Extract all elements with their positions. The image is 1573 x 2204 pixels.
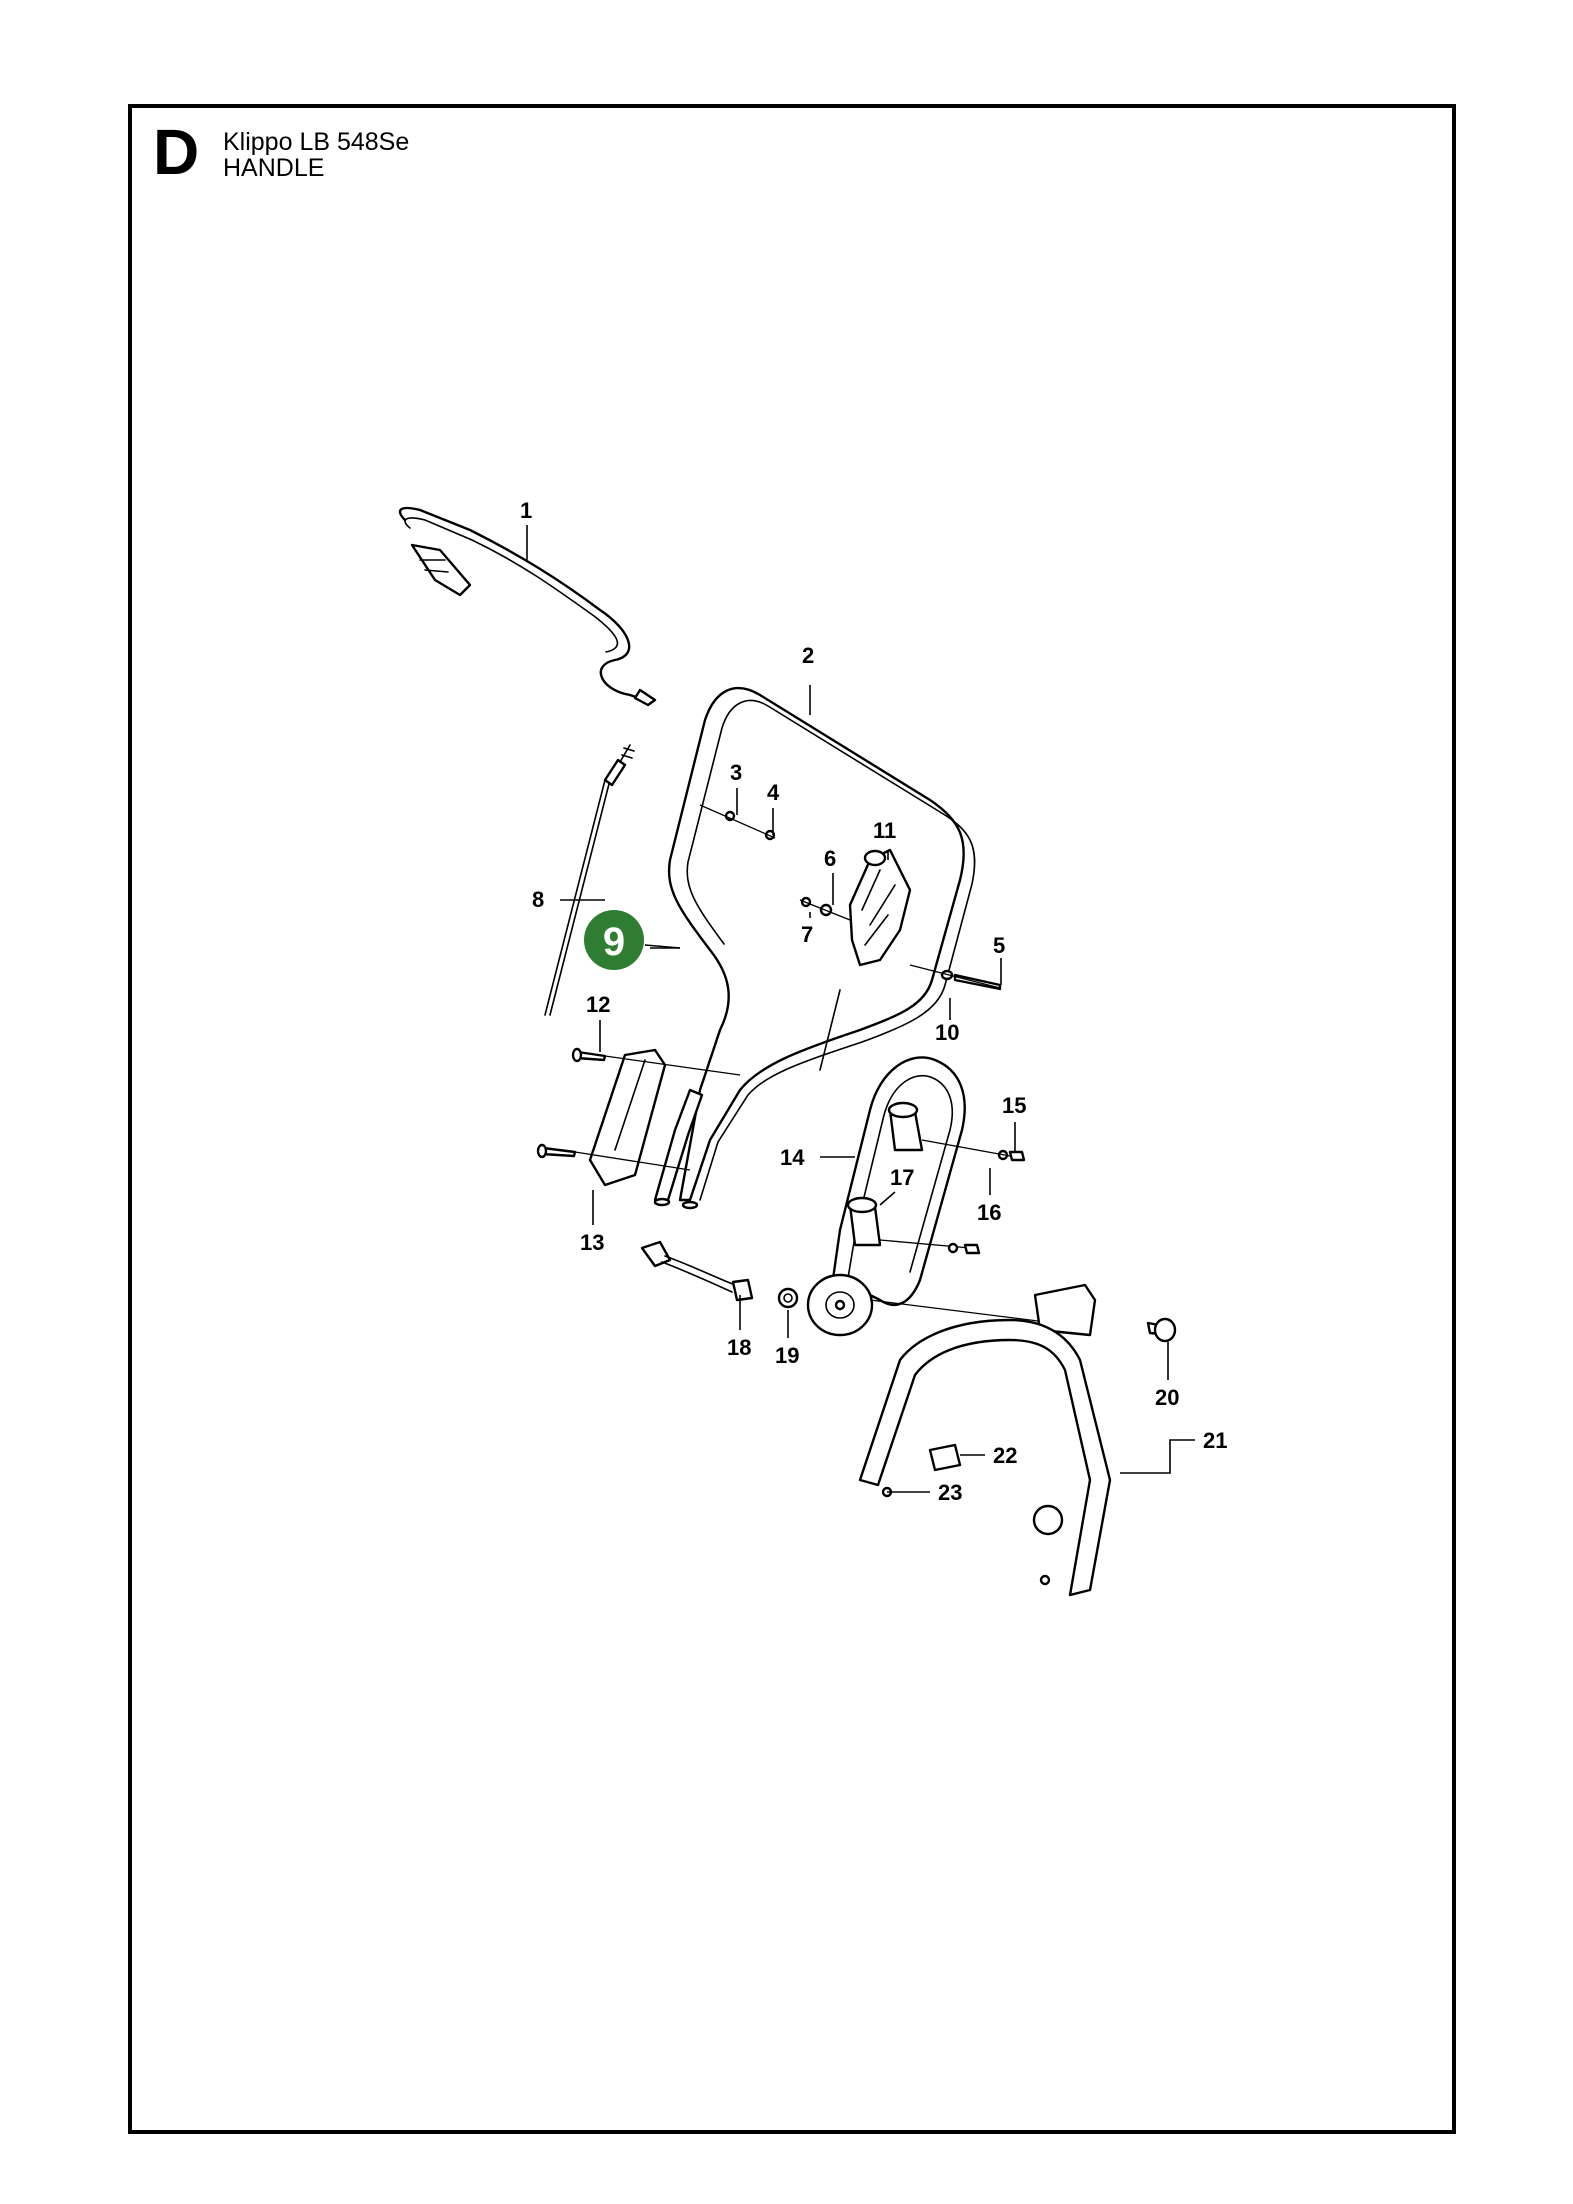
callout-5: 5 — [993, 933, 1005, 958]
callout-7: 7 — [801, 922, 813, 947]
part-8-cable — [544, 744, 635, 1016]
part-21-lower-handle — [858, 1283, 1177, 1597]
part-13-cover — [536, 1047, 741, 1187]
callout-3: 3 — [730, 760, 742, 785]
callout-23: 23 — [938, 1480, 962, 1505]
model-name: Klippo LB 548Se — [223, 128, 410, 156]
callout-18: 18 — [727, 1335, 751, 1360]
part-11-lever-assembly — [799, 848, 1002, 1071]
callout-4: 4 — [767, 780, 780, 805]
parts-18-19-knob — [640, 1240, 1071, 1337]
callout-16: 16 — [977, 1200, 1001, 1225]
callout-1: 1 — [520, 498, 532, 523]
highlight-badge-label: 9 — [603, 920, 625, 964]
part-14-side-arm — [828, 1056, 1026, 1306]
callout-10: 10 — [935, 1020, 959, 1045]
section-name: HANDLE — [223, 154, 325, 182]
callout-13: 13 — [580, 1230, 604, 1255]
highlight-callout-9[interactable]: 9 — [584, 910, 681, 970]
parts-3-4-hardware — [699, 804, 776, 841]
callout-19: 19 — [775, 1343, 799, 1368]
callout-14: 14 — [780, 1145, 805, 1170]
part-2-upper-handle — [653, 686, 976, 1210]
callout-2: 2 — [802, 643, 814, 668]
callout-labels: 1 2 3 4 5 6 7 8 10 11 12 13 14 15 16 17 … — [520, 498, 1227, 1505]
page-frame — [128, 104, 1456, 2134]
highlight-badge[interactable] — [584, 910, 644, 970]
part-1-bail-lever — [398, 506, 657, 707]
callout-11: 11 — [873, 818, 896, 843]
section-letter: D — [153, 116, 200, 188]
callout-15: 15 — [1002, 1093, 1026, 1118]
callout-20: 20 — [1155, 1385, 1179, 1410]
callout-22: 22 — [993, 1443, 1017, 1468]
callout-17: 17 — [890, 1165, 914, 1190]
callout-12: 12 — [586, 992, 610, 1017]
leader-lines — [526, 525, 1195, 1493]
callout-8: 8 — [532, 887, 544, 912]
callout-6: 6 — [824, 846, 836, 871]
callout-21: 21 — [1203, 1428, 1227, 1453]
